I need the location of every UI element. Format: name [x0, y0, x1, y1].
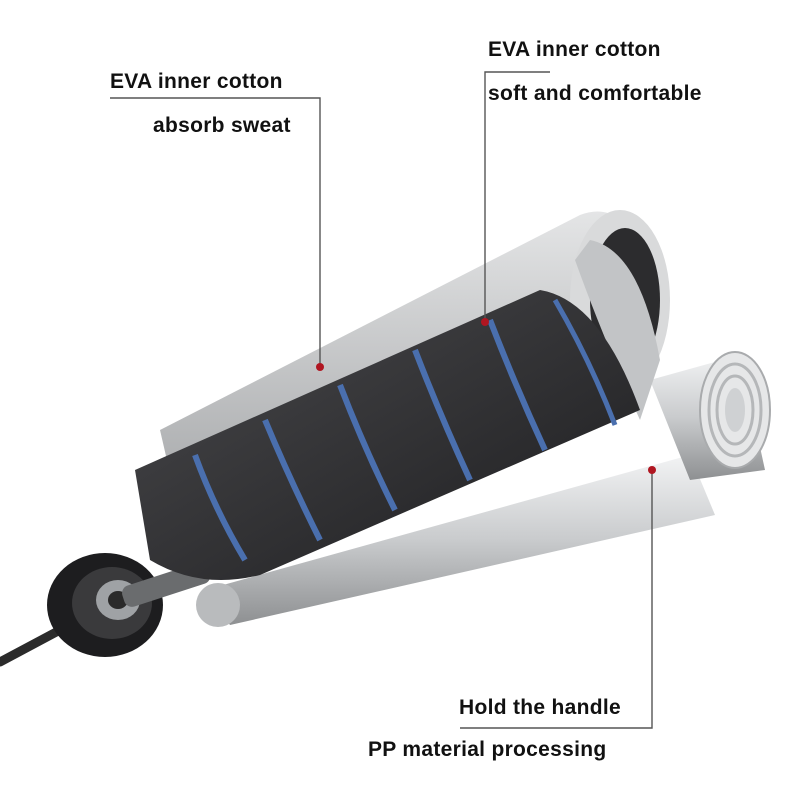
threaded-end-icon: [699, 351, 771, 469]
marker-dot-bottom: [648, 466, 656, 474]
callout-left-line1: EVA inner cotton: [110, 70, 283, 93]
marker-dot-left: [316, 363, 324, 371]
callout-right-line1: EVA inner cotton: [488, 38, 661, 61]
callout-right-line2: soft and comfortable: [488, 82, 702, 105]
callout-bottom-line2: PP material processing: [368, 738, 607, 761]
callout-bottom-line1: Hold the handle: [459, 696, 621, 719]
eva-foam-grip: [135, 290, 640, 580]
callout-left-line2: absorb sweat: [153, 114, 291, 137]
bearing-cap-icon: [47, 553, 211, 657]
handle-core: [196, 351, 771, 627]
marker-dot-right: [481, 318, 489, 326]
leader-lines: [110, 71, 653, 729]
